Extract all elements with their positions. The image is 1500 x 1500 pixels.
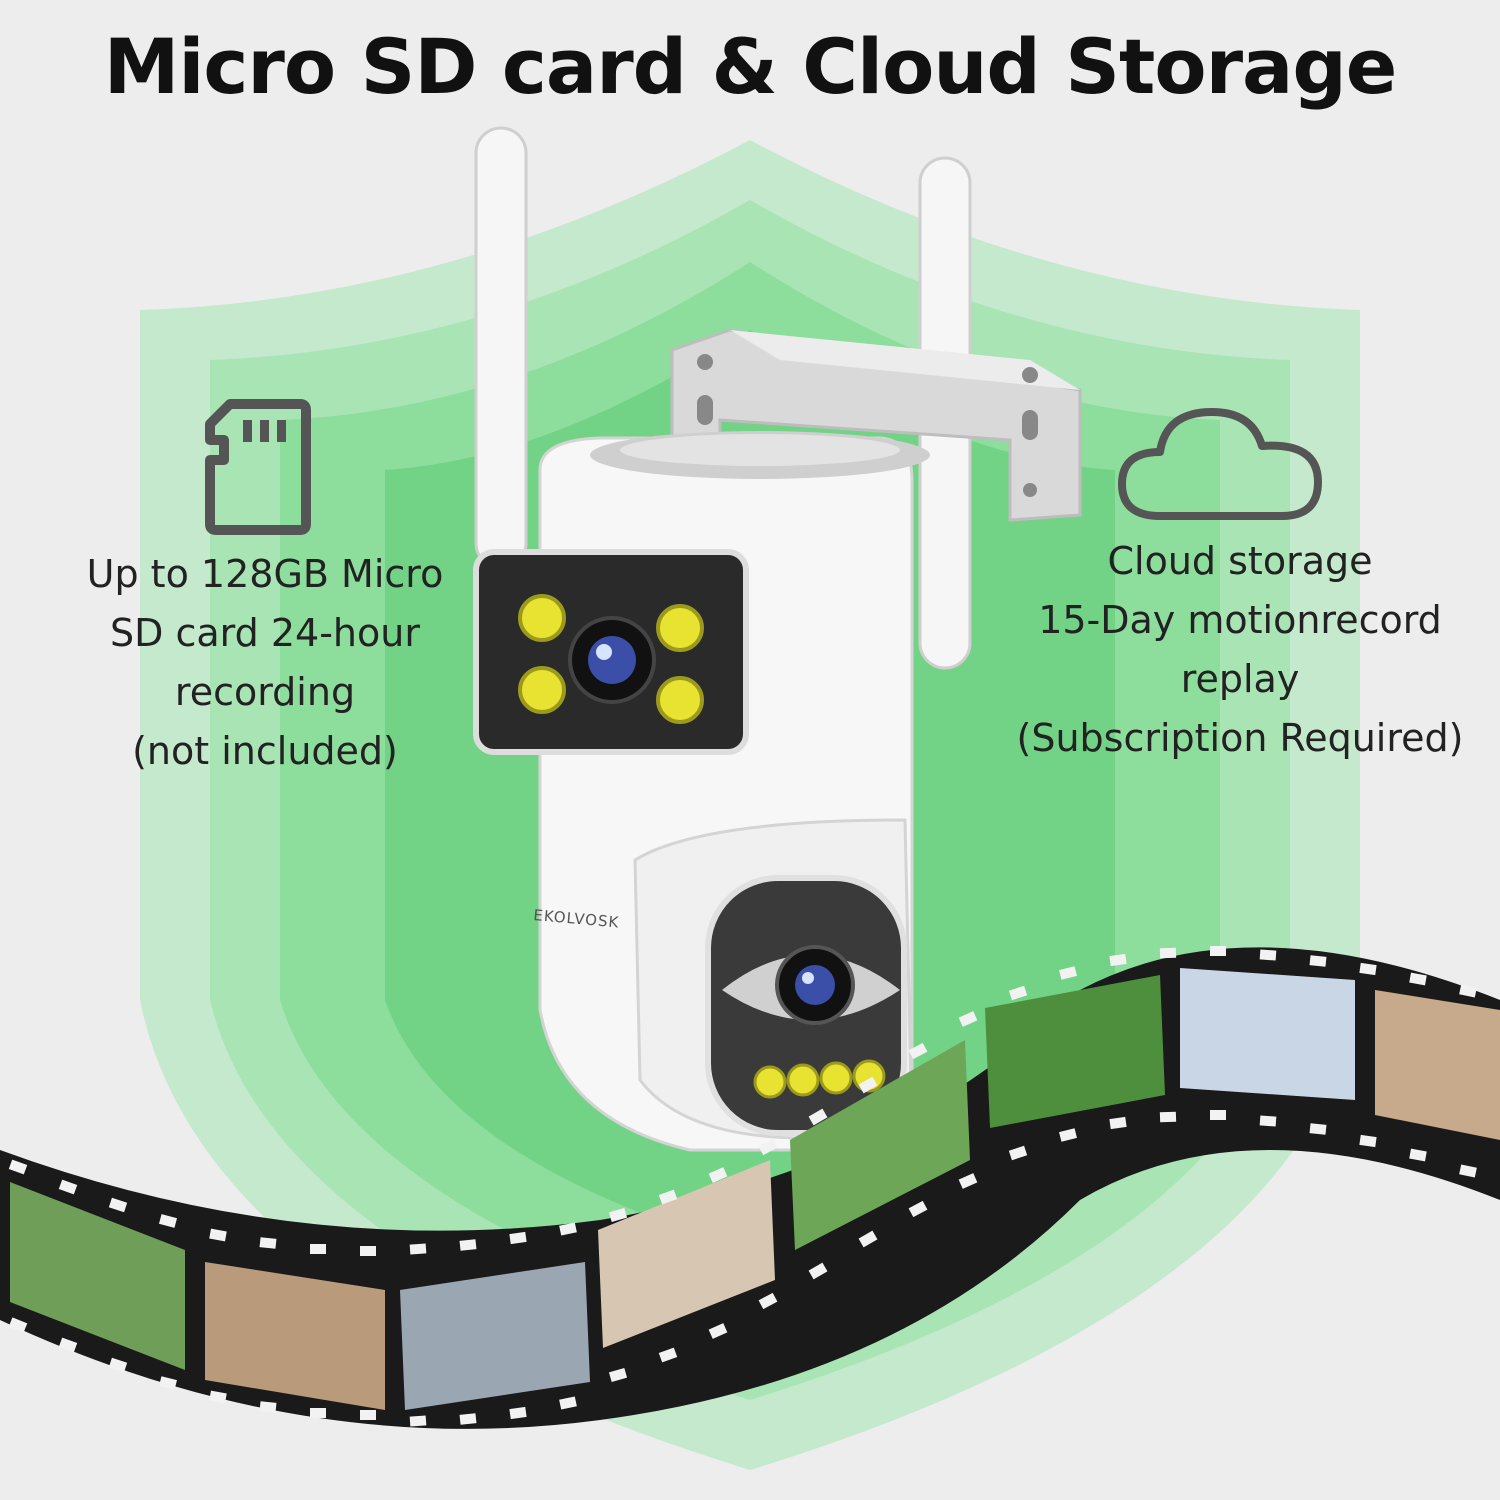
feature-line: (Subscription Required) [1016, 716, 1464, 760]
film-frame-house-exterior [10, 1182, 185, 1370]
feature-line: replay [1180, 657, 1300, 701]
cloud-feature-text: Cloud storage 15-Day motionrecord replay… [985, 532, 1495, 768]
film-frame-girls-at-party [1180, 968, 1355, 1100]
sd-card-feature-text: Up to 128GB Micro SD card 24-hour record… [40, 545, 490, 781]
film-frame-children-dancing [598, 1160, 775, 1348]
feature-line: 15-Day motionrecord [1038, 598, 1442, 642]
micro-sd-card-icon [205, 399, 311, 535]
film-frame-car-in-driveway [400, 1262, 590, 1410]
camera-body: EKOLVOSK [473, 431, 930, 1152]
feature-line: (not included) [132, 729, 398, 773]
page-title: Micro SD card & Cloud Storage [103, 22, 1398, 111]
feature-line: Cloud storage [1107, 539, 1373, 583]
film-frame-family-at-home [1375, 990, 1500, 1140]
film-sprocket-holes [8, 946, 1477, 1427]
feature-line: Up to 128GB Micro [86, 552, 444, 596]
feature-line: SD card 24-hour [110, 611, 420, 655]
film-frame-dog-on-lawn [790, 1040, 970, 1250]
film-frame-kids-playing-soccer [985, 975, 1165, 1128]
film-strip [0, 946, 1500, 1429]
feature-line: recording [174, 670, 356, 714]
cloud-icon [1118, 408, 1322, 520]
film-frame-living-room-fireplace [205, 1262, 385, 1410]
antenna-left [474, 126, 528, 570]
